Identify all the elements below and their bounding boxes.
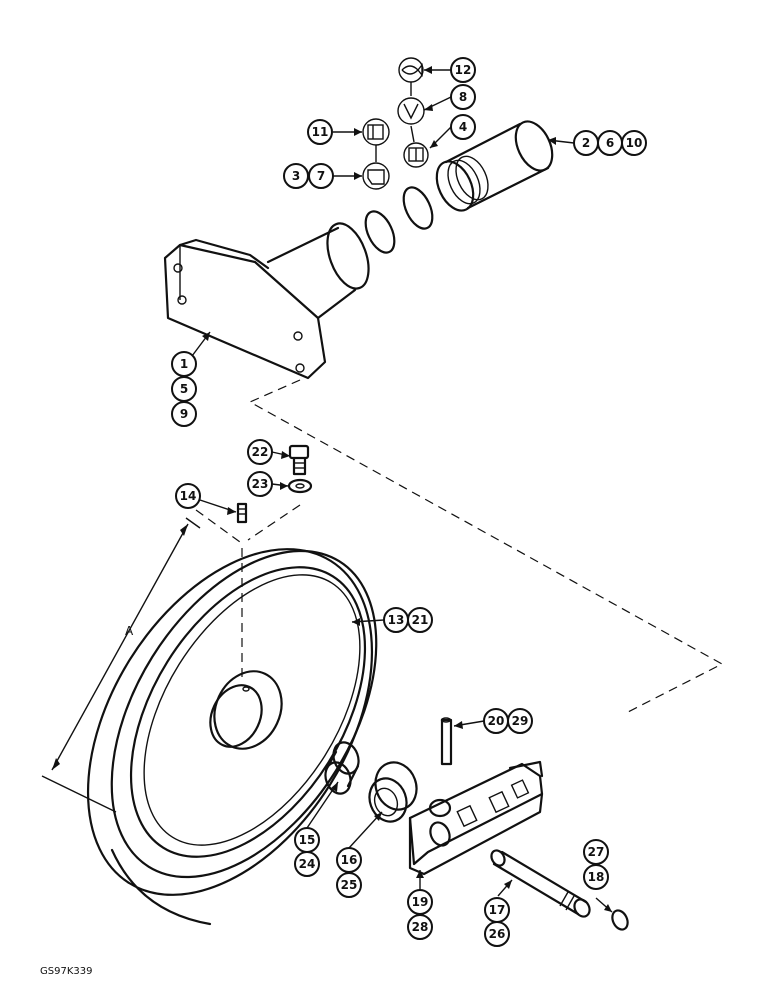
callout-21: 21 bbox=[407, 607, 433, 633]
svg-text:12: 12 bbox=[455, 63, 472, 77]
callout-29: 29 bbox=[507, 708, 533, 734]
svg-text:5: 5 bbox=[180, 382, 188, 396]
callout-27: 27 bbox=[583, 839, 609, 865]
callout-10: 10 bbox=[621, 130, 647, 156]
washer-part bbox=[287, 478, 313, 494]
bolt-part bbox=[288, 444, 310, 476]
shaft-part bbox=[435, 120, 554, 212]
seal-part bbox=[368, 761, 418, 823]
callout-28: 28 bbox=[407, 914, 433, 940]
svg-text:15: 15 bbox=[299, 833, 316, 847]
svg-text:27: 27 bbox=[588, 845, 605, 859]
assembly-guide-lines bbox=[195, 379, 724, 713]
o-ring-right bbox=[402, 186, 434, 230]
callout-18: 18 bbox=[583, 864, 609, 890]
callout-6: 6 bbox=[597, 130, 623, 156]
callout-20: 20 bbox=[483, 708, 509, 734]
callout-1: 1 bbox=[171, 351, 197, 377]
svg-text:22: 22 bbox=[252, 445, 269, 459]
svg-text:26: 26 bbox=[489, 927, 506, 941]
callout-26: 26 bbox=[484, 921, 510, 947]
svg-text:6: 6 bbox=[606, 136, 614, 150]
svg-text:13: 13 bbox=[388, 613, 405, 627]
half-square-symbol-icon bbox=[403, 142, 429, 168]
svg-text:2: 2 bbox=[582, 136, 590, 150]
callout-5: 5 bbox=[171, 376, 197, 402]
svg-text:29: 29 bbox=[512, 714, 529, 728]
svg-text:16: 16 bbox=[341, 853, 358, 867]
bushing-part bbox=[324, 741, 360, 795]
svg-text:4: 4 bbox=[459, 120, 467, 134]
callout-8: 8 bbox=[450, 84, 476, 110]
callout-13: 13 bbox=[383, 607, 409, 633]
callout-19: 19 bbox=[407, 889, 433, 915]
square-symbol-icon bbox=[362, 118, 390, 146]
svg-text:25: 25 bbox=[341, 878, 358, 892]
svg-text:21: 21 bbox=[412, 613, 429, 627]
drawing-code: GS97K339 bbox=[40, 966, 92, 977]
callout-4: 4 bbox=[450, 114, 476, 140]
fish-symbol-icon bbox=[398, 57, 424, 83]
callout-11: 11 bbox=[307, 119, 333, 145]
svg-text:24: 24 bbox=[299, 857, 316, 871]
snap-ring-part bbox=[611, 909, 629, 931]
callout-24: 24 bbox=[294, 851, 320, 877]
svg-text:17: 17 bbox=[489, 903, 506, 917]
callout-22: 22 bbox=[247, 439, 273, 465]
callout-3: 3 bbox=[283, 163, 309, 189]
callout-7: 7 bbox=[308, 163, 334, 189]
notched-square-symbol-icon bbox=[362, 162, 390, 190]
svg-text:1: 1 bbox=[180, 357, 188, 371]
support-spindle bbox=[163, 222, 370, 380]
svg-text:7: 7 bbox=[317, 169, 325, 183]
arrowheads bbox=[202, 66, 612, 912]
callout-23: 23 bbox=[247, 471, 273, 497]
svg-text:20: 20 bbox=[488, 714, 505, 728]
callout-16: 16 bbox=[336, 847, 362, 873]
o-ring-left bbox=[364, 210, 396, 254]
svg-text:19: 19 bbox=[412, 895, 429, 909]
kit-symbols bbox=[362, 57, 429, 190]
dimension-a bbox=[41, 517, 201, 813]
v-symbol-icon bbox=[397, 97, 425, 125]
svg-text:18: 18 bbox=[588, 870, 605, 884]
callout-12: 12 bbox=[450, 57, 476, 83]
callout-2: 2 bbox=[573, 130, 599, 156]
svg-text:11: 11 bbox=[312, 125, 329, 139]
dimension-label: A bbox=[125, 624, 134, 638]
svg-text:23: 23 bbox=[252, 477, 269, 491]
shaft-pin-part bbox=[490, 849, 591, 918]
svg-text:9: 9 bbox=[180, 407, 188, 421]
svg-text:8: 8 bbox=[459, 90, 467, 104]
grease-fitting-part bbox=[236, 502, 248, 524]
svg-text:10: 10 bbox=[626, 136, 643, 150]
svg-text:14: 14 bbox=[180, 489, 197, 503]
callout-14: 14 bbox=[175, 483, 201, 509]
roll-pin-part bbox=[440, 717, 453, 766]
bracket-part bbox=[408, 760, 544, 876]
svg-text:28: 28 bbox=[412, 920, 429, 934]
callout-17: 17 bbox=[484, 897, 510, 923]
callout-15: 15 bbox=[294, 827, 320, 853]
callout-9: 9 bbox=[171, 401, 197, 427]
svg-text:3: 3 bbox=[292, 169, 300, 183]
callout-25: 25 bbox=[336, 872, 362, 898]
idler-wheel bbox=[86, 548, 378, 926]
